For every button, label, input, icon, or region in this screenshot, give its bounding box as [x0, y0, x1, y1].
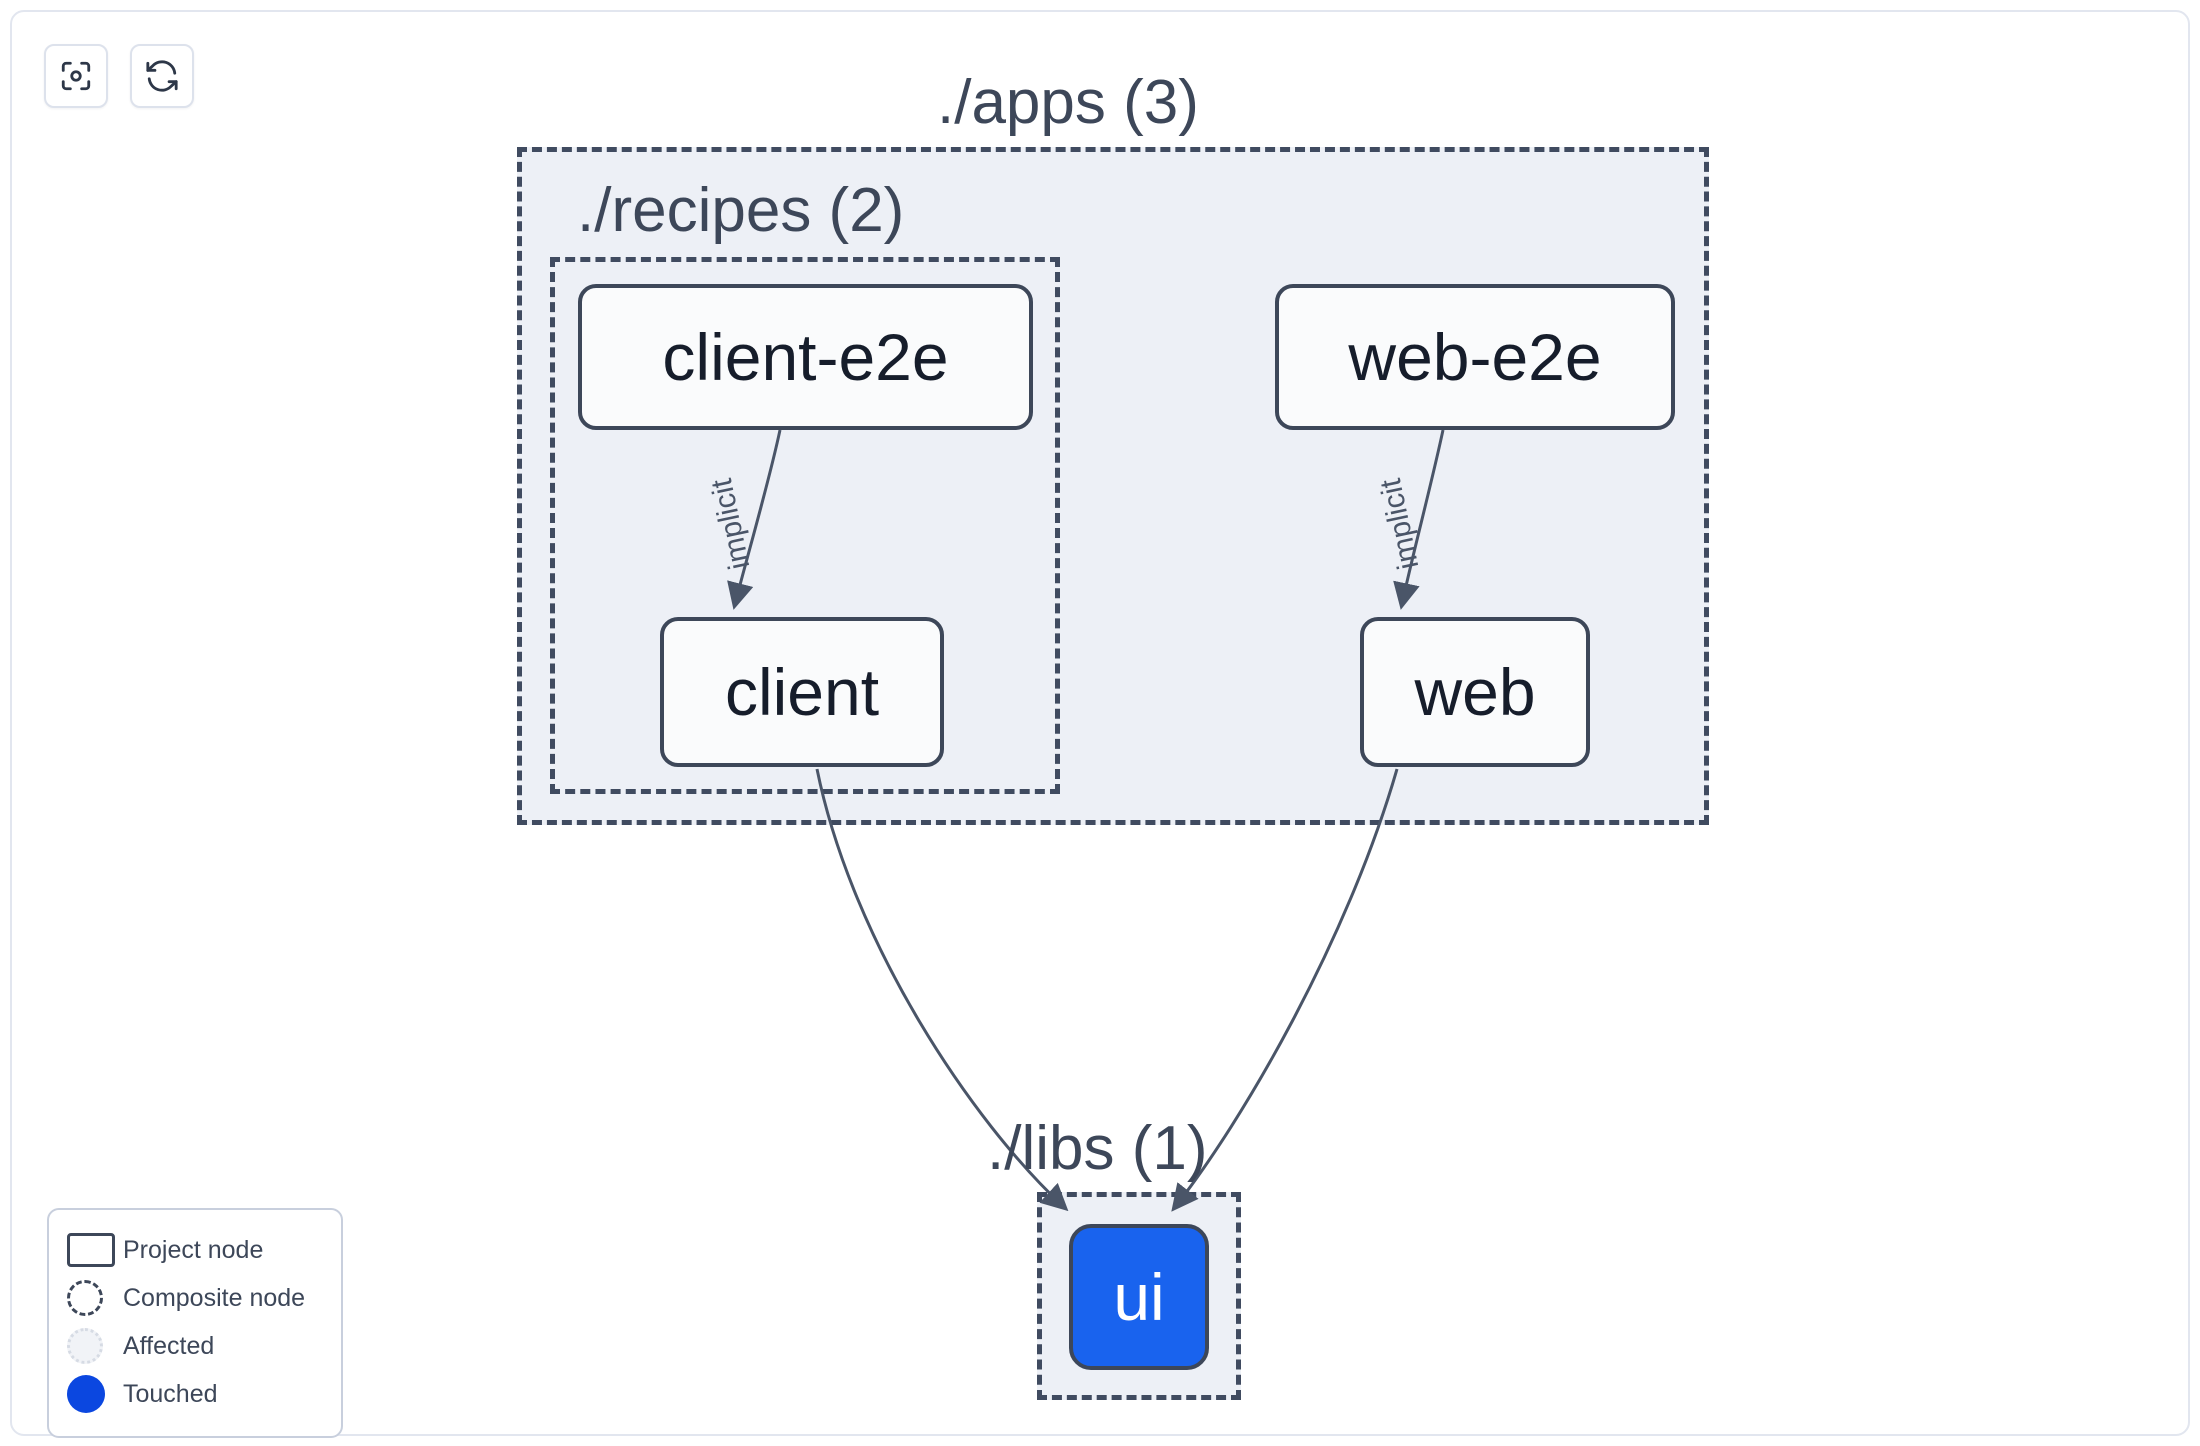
- composite-group-label-apps: ./apps (3): [937, 68, 1199, 137]
- project-node-label: client-e2e: [662, 320, 949, 394]
- project-node-label: ui: [1113, 1260, 1165, 1334]
- edge-web-to-ui: [1171, 768, 1399, 1212]
- project-node-web-e2e[interactable]: web-e2e: [1275, 284, 1675, 430]
- focus-target-icon: [59, 59, 93, 93]
- legend-item-composite-node: Composite node: [67, 1274, 323, 1322]
- project-node-label: web-e2e: [1348, 320, 1602, 394]
- legend-item-label: Project node: [123, 1235, 264, 1264]
- project-node-label: web: [1414, 655, 1536, 729]
- graph-canvas[interactable]: ./apps (3) ./recipes (2) ./libs (1) impl…: [10, 10, 2190, 1438]
- project-node-client-e2e[interactable]: client-e2e: [578, 284, 1033, 430]
- project-node-label: client: [724, 655, 880, 729]
- project-node-symbol-icon: [67, 1233, 123, 1267]
- graph-toolbar: [44, 44, 194, 108]
- focus-graph-button[interactable]: [44, 44, 108, 108]
- refresh-graph-button[interactable]: [130, 44, 194, 108]
- legend-item-touched: Touched: [67, 1370, 323, 1418]
- legend-item-project-node: Project node: [67, 1226, 323, 1274]
- composite-node-symbol-icon: [67, 1280, 123, 1316]
- affected-symbol-icon: [67, 1328, 123, 1364]
- legend-item-label: Composite node: [123, 1283, 306, 1312]
- legend-item-label: Affected: [123, 1331, 215, 1360]
- refresh-sync-icon: [145, 59, 179, 93]
- touched-symbol-icon: [67, 1375, 123, 1413]
- composite-group-label-libs: ./libs (1): [987, 1114, 1208, 1183]
- legend-item-label: Touched: [123, 1379, 218, 1408]
- project-node-web[interactable]: web: [1360, 617, 1590, 767]
- composite-group-label-recipes: ./recipes (2): [577, 176, 905, 245]
- legend-item-affected: Affected: [67, 1322, 323, 1370]
- project-node-client[interactable]: client: [660, 617, 944, 767]
- project-node-ui[interactable]: ui: [1069, 1224, 1209, 1370]
- graph-legend: Project node Composite node Affected Tou…: [47, 1208, 343, 1438]
